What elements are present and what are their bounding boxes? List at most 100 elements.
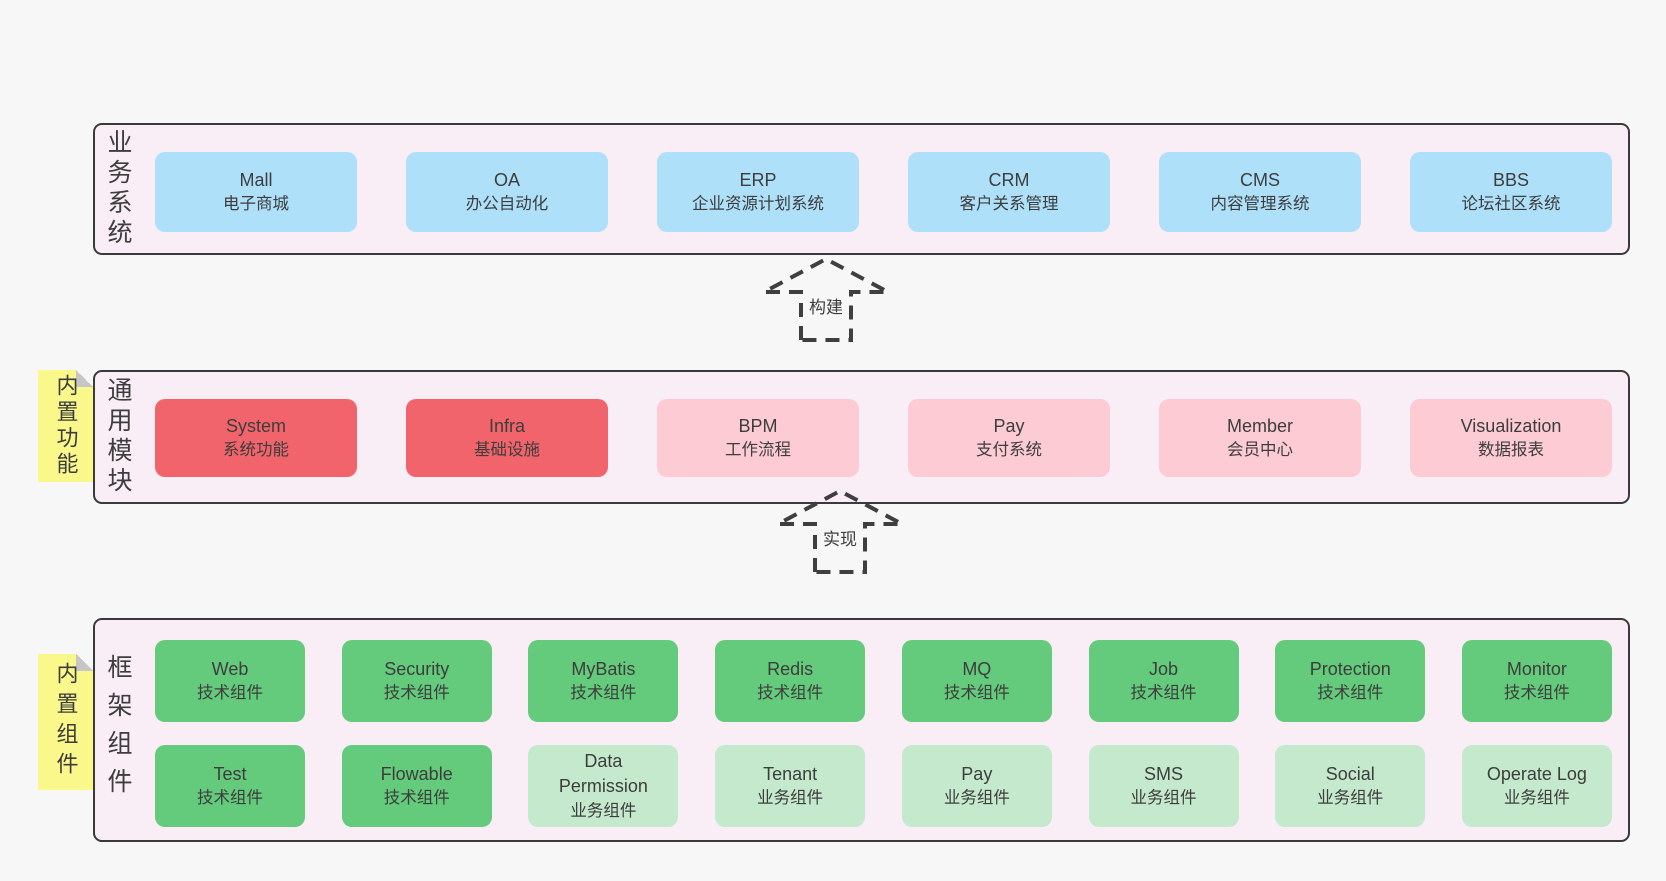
box-title: CMS — [1240, 169, 1280, 190]
box-title: Test — [213, 763, 247, 784]
box-subtitle: 支付系统 — [976, 441, 1042, 460]
box-security: Security 技术组件 — [341, 640, 492, 722]
box-subtitle: 技术组件 — [570, 684, 637, 703]
box-subtitle: 技术组件 — [383, 684, 450, 703]
box-subtitle: 业务组件 — [1130, 789, 1197, 808]
box-subtitle: 客户关系管理 — [959, 195, 1059, 214]
box-title: MQ — [962, 658, 992, 679]
box-subtitle: 业务组件 — [1317, 789, 1384, 808]
box-title: System — [225, 415, 286, 436]
box-subtitle: 业务组件 — [1503, 789, 1570, 808]
box-bbs: BBS 论坛社区系统 — [1410, 152, 1612, 232]
components-row-1: Web 技术组件 Security 技术组件 MyBatis 技术组件 Redi… — [155, 640, 1612, 722]
box-infra: Infra 基础设施 — [406, 399, 608, 477]
box-mybatis: MyBatis 技术组件 — [528, 640, 679, 722]
box-title: Data Permission — [558, 750, 648, 797]
box-mq: MQ 技术组件 — [901, 640, 1052, 722]
box-title: Job — [1149, 658, 1179, 679]
band-business-label: 业务系统 — [104, 129, 132, 249]
band-common-modules: 通用模块 System 系统功能 Infra 基础设施 BPM 工作流程 Pay… — [93, 370, 1630, 504]
box-title: Web — [211, 658, 249, 679]
box-title: Infra — [488, 415, 526, 436]
box-subtitle: 企业资源计划系统 — [692, 195, 824, 214]
box-subtitle: 业务组件 — [570, 801, 637, 820]
box-title: Security — [384, 658, 450, 679]
modules-boxes-row: System 系统功能 Infra 基础设施 BPM 工作流程 Pay 支付系统… — [155, 399, 1612, 477]
box-visualization: Visualization 数据报表 — [1410, 399, 1612, 477]
components-row-2: Test 技术组件 Flowable 技术组件 Data Permission … — [155, 745, 1612, 827]
arrow-implement-label: 实现 — [819, 524, 861, 551]
box-job: Job 技术组件 — [1088, 640, 1239, 722]
sticky-note-label: 内置组件 — [53, 662, 79, 782]
box-title: Flowable — [380, 763, 453, 784]
box-tenant: Tenant 业务组件 — [715, 745, 866, 827]
box-pay-component: Pay 业务组件 — [901, 745, 1052, 827]
arrow-build-label: 构建 — [805, 292, 847, 319]
arrow-implement: 实现 — [770, 488, 910, 574]
box-flowable: Flowable 技术组件 — [341, 745, 492, 827]
band-modules-label: 通用模块 — [104, 377, 132, 497]
box-title: Operate Log — [1486, 763, 1587, 784]
box-title: Mall — [239, 169, 273, 190]
box-mall: Mall 电子商城 — [155, 152, 357, 232]
box-subtitle: 论坛社区系统 — [1461, 195, 1561, 214]
box-subtitle: 系统功能 — [223, 441, 289, 460]
box-title: MyBatis — [571, 658, 636, 679]
sticky-note-builtin-components: 内置组件 — [38, 654, 93, 790]
box-title: ERP — [739, 169, 777, 190]
box-subtitle: 工作流程 — [725, 441, 791, 460]
band-framework-components: 框架组件 Web 技术组件 Security 技术组件 MyBatis 技术组件… — [93, 618, 1630, 842]
box-title: Pay — [993, 415, 1025, 436]
box-title: BBS — [1492, 169, 1530, 190]
box-title: SMS — [1144, 763, 1184, 784]
box-oa: OA 办公自动化 — [406, 152, 608, 232]
box-operate-log: Operate Log 业务组件 — [1461, 745, 1612, 827]
box-title: Visualization — [1460, 415, 1562, 436]
box-sms: SMS 业务组件 — [1088, 745, 1239, 827]
sticky-note-builtin-features: 内置功能 — [38, 370, 93, 482]
box-subtitle: 基础设施 — [474, 441, 540, 460]
box-title: Social — [1325, 763, 1375, 784]
box-social: Social 业务组件 — [1275, 745, 1426, 827]
business-boxes-row: Mall 电子商城 OA 办公自动化 ERP 企业资源计划系统 CRM 客户关系… — [155, 152, 1612, 232]
dashed-up-arrow-icon — [763, 256, 889, 342]
box-subtitle: 技术组件 — [1130, 684, 1197, 703]
box-title: OA — [493, 169, 520, 190]
band-business-systems: 业务系统 Mall 电子商城 OA 办公自动化 ERP 企业资源计划系统 CRM… — [93, 123, 1630, 255]
box-subtitle: 数据报表 — [1478, 441, 1544, 460]
band-components-label: 框架组件 — [104, 654, 132, 806]
box-subtitle: 技术组件 — [1317, 684, 1384, 703]
box-title: Tenant — [763, 763, 818, 784]
box-title: Monitor — [1506, 658, 1567, 679]
box-subtitle: 电子商城 — [223, 195, 289, 214]
box-protection: Protection 技术组件 — [1275, 640, 1426, 722]
box-title: Protection — [1309, 658, 1391, 679]
box-subtitle: 技术组件 — [197, 789, 263, 808]
box-member: Member 会员中心 — [1159, 399, 1361, 477]
box-title: Pay — [961, 763, 993, 784]
box-crm: CRM 客户关系管理 — [908, 152, 1110, 232]
box-redis: Redis 技术组件 — [715, 640, 866, 722]
box-data-permission: Data Permission 业务组件 — [528, 745, 679, 827]
arrow-build: 构建 — [756, 256, 896, 342]
box-subtitle: 技术组件 — [383, 789, 450, 808]
box-system: System 系统功能 — [155, 399, 357, 477]
box-monitor: Monitor 技术组件 — [1461, 640, 1612, 722]
box-erp: ERP 企业资源计划系统 — [657, 152, 859, 232]
box-subtitle: 技术组件 — [197, 684, 263, 703]
box-subtitle: 内容管理系统 — [1210, 195, 1310, 214]
box-cms: CMS 内容管理系统 — [1159, 152, 1361, 232]
box-subtitle: 办公自动化 — [465, 195, 549, 214]
sticky-note-label: 内置功能 — [53, 374, 79, 478]
box-subtitle: 业务组件 — [757, 789, 824, 808]
sticky-fold-corner-icon — [76, 654, 93, 671]
box-title: Member — [1226, 415, 1293, 436]
box-bpm: BPM 工作流程 — [657, 399, 859, 477]
box-pay-system: Pay 支付系统 — [908, 399, 1110, 477]
dashed-up-arrow-icon — [777, 488, 903, 574]
box-title: BPM — [738, 415, 778, 436]
box-subtitle: 会员中心 — [1227, 441, 1293, 460]
box-subtitle: 技术组件 — [1503, 684, 1570, 703]
box-title: Redis — [767, 658, 814, 679]
